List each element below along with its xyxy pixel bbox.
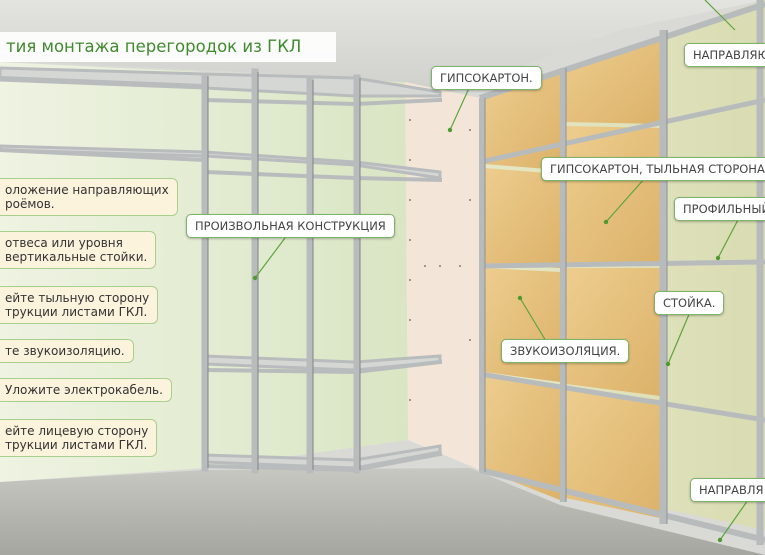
- step-2: отвеса или уровня вертикальные стойки.: [0, 231, 157, 269]
- rail: [479, 259, 765, 269]
- rail: [479, 97, 765, 165]
- gypsum-board: [484, 72, 560, 170]
- leader-dots: [252, 127, 723, 543]
- diagram-title: тия монтажа перегородок из ГКЛ: [0, 32, 336, 62]
- step-1: оложение направляющих роёмов.: [0, 178, 178, 216]
- label-soundproofing: ЗВУКОИЗОЛЯЦИЯ.: [501, 339, 630, 363]
- step-line: оложение направляющих: [5, 183, 169, 197]
- label-guide-bottom: НАПРАВЛЯ: [690, 478, 765, 502]
- rail: [479, 371, 765, 423]
- step-line: Уложите электрокабель.: [5, 383, 163, 397]
- gypsum-board: [484, 268, 560, 382]
- gypsum-board: [484, 168, 560, 268]
- step-6: ейте лицевую сторону трукции листами ГКЛ…: [0, 419, 158, 457]
- label-gypsum-back: ГИПСОКАРТОН, ТЫЛЬНАЯ СТОРОНА.: [541, 157, 765, 181]
- gypsum-board: [566, 36, 660, 124]
- gypsum-boards: [484, 36, 660, 518]
- step-line: те звукоизоляцию.: [5, 344, 125, 358]
- gypsum-board: [566, 126, 660, 264]
- gypsum-board: [566, 268, 660, 396]
- arbitrary-frame: [0, 66, 443, 474]
- step-line: ейте тыльную сторону: [5, 291, 150, 305]
- gypsum-board: [484, 376, 560, 500]
- step-3: ейте тыльную сторону трукции листами ГКЛ…: [0, 286, 159, 324]
- step-5: Уложите электрокабель.: [0, 378, 172, 402]
- gypsum-board: [566, 388, 660, 518]
- back-wall-right: [405, 82, 480, 470]
- step-line: отвеса или уровня: [5, 236, 123, 250]
- rail: [479, 467, 765, 543]
- step-line: вертикальные стойки.: [5, 250, 148, 264]
- step-line: роёмов.: [5, 197, 55, 211]
- right-wall-frame: [479, 0, 765, 545]
- step-line: ейте лицевую сторону: [5, 424, 149, 438]
- ceiling: [0, 0, 765, 95]
- label-profile: ПРОФИЛЬНЫЙ: [674, 197, 765, 221]
- label-arbitrary-construction: ПРОИЗВОЛЬНАЯ КОНСТРУКЦИЯ: [186, 214, 395, 238]
- label-guide-top: НАПРАВЛЯЮ: [684, 43, 765, 67]
- step-4: те звукоизоляцию.: [0, 339, 134, 363]
- floor: [0, 468, 765, 555]
- label-rack: СТОЙКА.: [654, 291, 725, 315]
- label-gypsum: ГИПСОКАРТОН.: [431, 66, 542, 90]
- step-line: трукции листами ГКЛ.: [5, 438, 148, 452]
- step-line: трукции листами ГКЛ.: [5, 305, 148, 319]
- screw-dots: [409, 119, 471, 401]
